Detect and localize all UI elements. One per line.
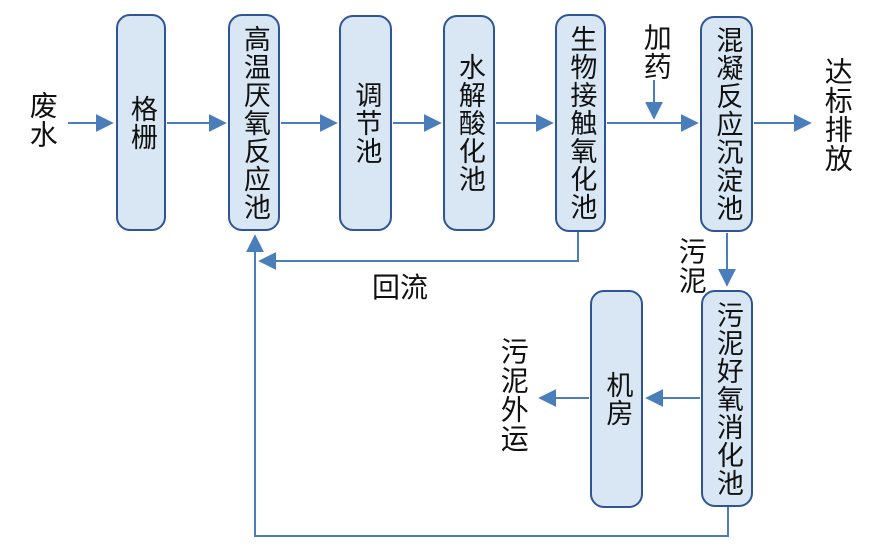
edge-reflux-line [258, 232, 579, 270]
label-reflux: 回流 [372, 266, 428, 306]
node-grid-label: 格栅 [125, 94, 157, 151]
label-effluent: 达标排放 [820, 57, 854, 180]
label-influent: 废水 [25, 91, 59, 156]
label-dosing: 加药 [639, 23, 673, 88]
node-machine-room: 机房 [590, 290, 643, 508]
label-sludge-out: 污泥外运 [496, 337, 530, 460]
label-dosing-text: 加药 [639, 23, 673, 81]
label-reflux-text: 回流 [372, 271, 429, 304]
label-influent-text: 废水 [25, 91, 59, 149]
node-hydrolysis-label: 水解酸化池 [453, 53, 485, 193]
node-regulation-label: 调节池 [350, 81, 382, 165]
node-grid: 格栅 [116, 14, 166, 231]
node-coagulation: 混凝反应沉淀池 [700, 16, 753, 232]
label-sludge-out-text: 污泥外运 [496, 337, 530, 453]
node-hydrolysis: 水解酸化池 [443, 15, 495, 231]
node-sludge-digestion: 污泥好氧消化池 [701, 290, 753, 507]
node-anaerobic: 高温厌氧反应池 [228, 14, 280, 231]
label-sludge: 污泥 [674, 237, 708, 302]
edge-bottom-return-line [246, 234, 729, 537]
node-sludge-digestion-label: 污泥好氧消化池 [711, 300, 743, 497]
node-regulation: 调节池 [339, 15, 392, 231]
node-machine-room-label: 机房 [601, 371, 633, 427]
label-sludge-text: 污泥 [674, 237, 708, 295]
node-anaerobic-label: 高温厌氧反应池 [238, 24, 270, 221]
node-bio-contact: 生物接触氧化池 [555, 14, 606, 232]
node-bio-contact-label: 生物接触氧化池 [565, 25, 597, 221]
node-coagulation-label: 混凝反应沉淀池 [711, 26, 743, 222]
label-effluent-text: 达标排放 [820, 57, 854, 173]
